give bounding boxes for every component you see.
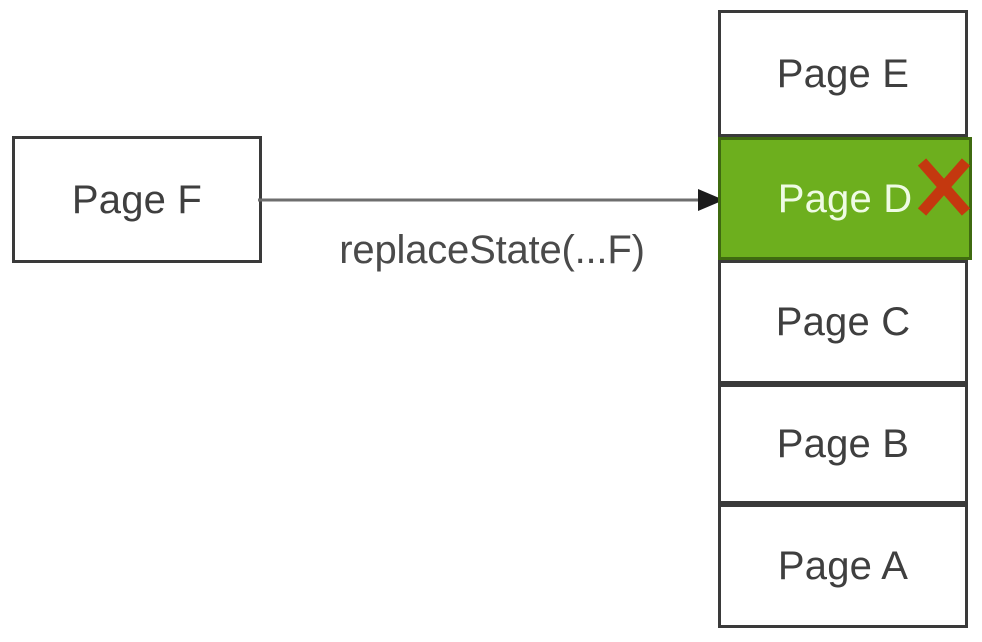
transition-label: replaceState(...F) <box>339 228 645 272</box>
stack-entry-page-c[interactable]: Page C <box>718 260 968 384</box>
stack-entry-label: Page B <box>776 422 910 466</box>
stack-entry-label: Page A <box>777 544 909 588</box>
stack-entry-page-a[interactable]: Page A <box>718 504 968 628</box>
source-page-label: Page F <box>71 177 203 222</box>
source-page-box[interactable]: Page F <box>12 136 262 263</box>
red-x-icon <box>917 158 971 216</box>
stack-entry-label: Page E <box>776 51 910 96</box>
stack-entry-label: Page D <box>777 176 913 221</box>
stack-entry-label: Page C <box>775 300 911 344</box>
history-stack: Page E Page D Page C Page B Page A <box>718 10 972 628</box>
arrow-right-icon <box>258 189 724 211</box>
stack-entry-page-e[interactable]: Page E <box>718 10 968 137</box>
stack-entry-page-d[interactable]: Page D <box>718 137 972 260</box>
stack-entry-page-b[interactable]: Page B <box>718 384 968 504</box>
